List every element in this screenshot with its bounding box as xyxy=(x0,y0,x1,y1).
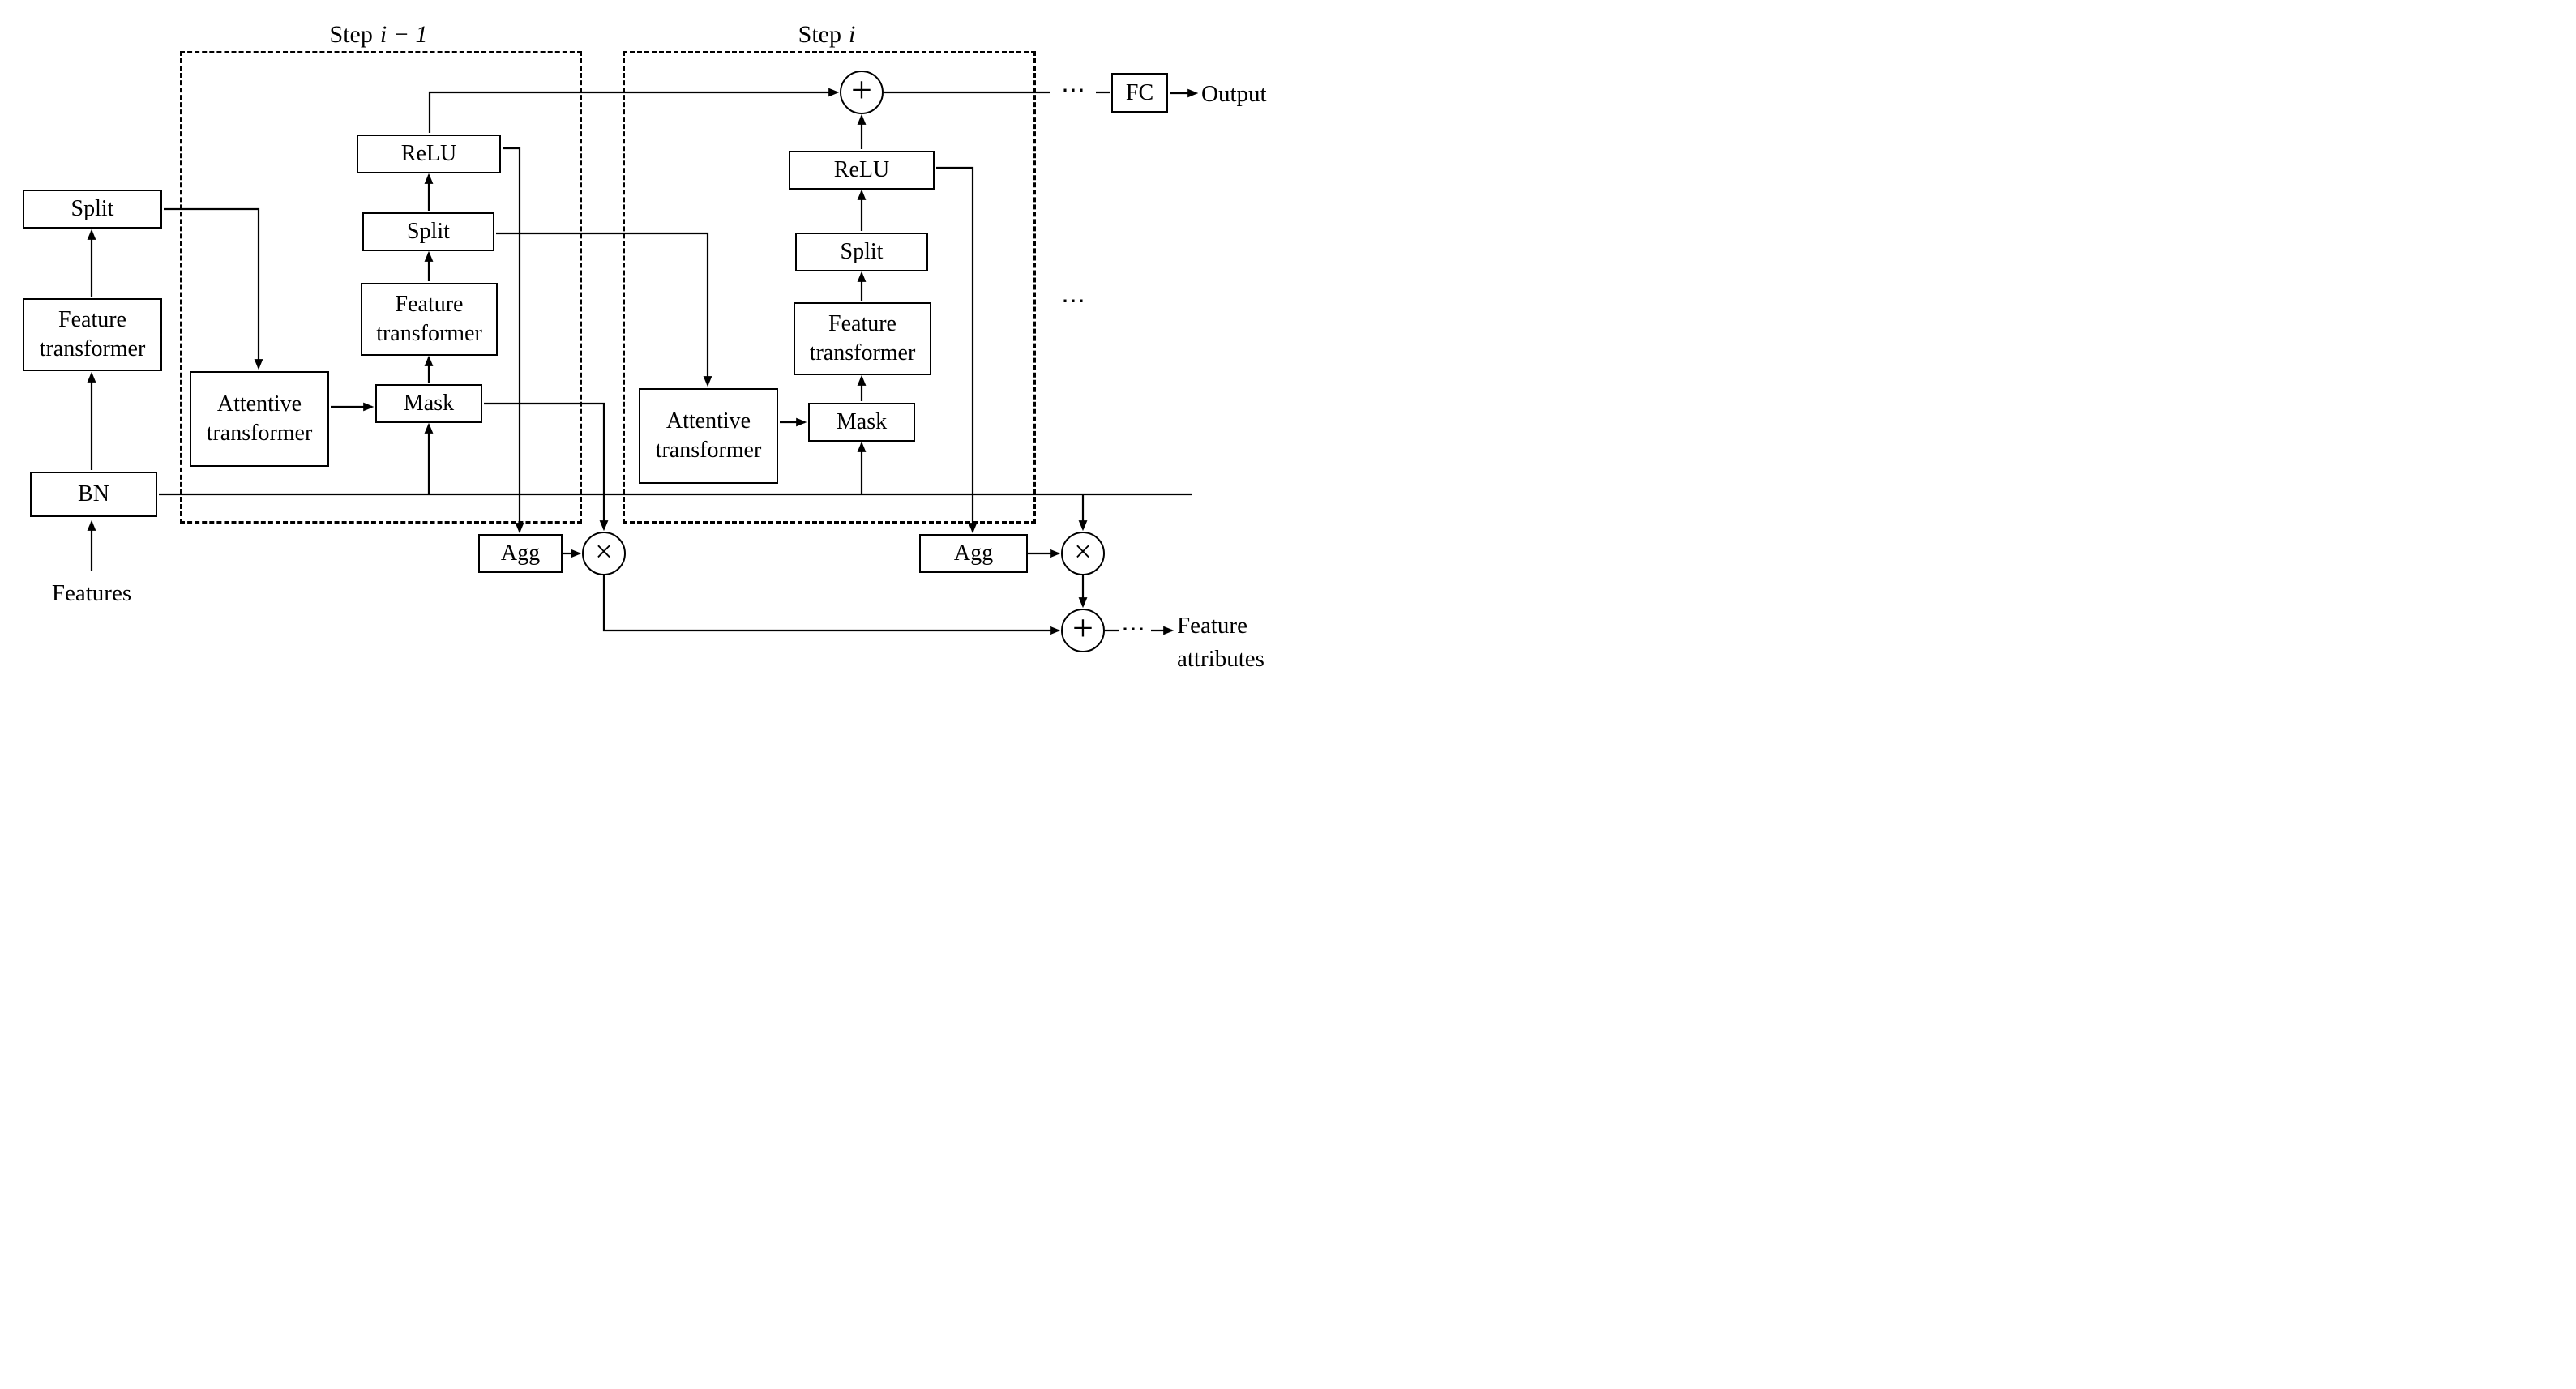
step-i-panel xyxy=(623,51,1036,524)
multiply-node-step-cur: × xyxy=(1061,532,1105,575)
features-input-label: Features xyxy=(51,580,132,606)
step-title-prefix: Step xyxy=(798,21,841,48)
box-relu-step-prev: ReLU xyxy=(357,135,501,173)
box-agg-step-cur: Agg xyxy=(919,534,1028,573)
multiply-node-step-prev: × xyxy=(582,532,626,575)
connector-lines-layer xyxy=(87,88,1199,635)
box-feature-transformer-step-cur: Feature transformer xyxy=(794,302,931,375)
box-mask-step-cur: Mask xyxy=(808,403,915,442)
ellipsis-bottom: ⋯ xyxy=(1121,616,1147,643)
step-title-variable: i xyxy=(849,21,856,48)
box-split-left: Split xyxy=(23,190,162,229)
box-relu-step-cur: ReLU xyxy=(789,151,935,190)
step-title-prefix: Step xyxy=(329,21,373,48)
box-split-step-prev: Split xyxy=(362,212,494,251)
box-fc: FC xyxy=(1111,73,1168,113)
ellipsis-middle: ⋯ xyxy=(1061,288,1087,314)
box-feature-transformer-left: Feature transformer xyxy=(23,298,162,371)
ellipsis-top: ⋯ xyxy=(1061,77,1087,104)
box-bn: BN xyxy=(30,472,157,517)
box-feature-transformer-step-prev: Feature transformer xyxy=(361,283,498,356)
box-attentive-transformer-step-prev: Attentive transformer xyxy=(190,371,329,467)
step-title-variable: i − 1 xyxy=(379,21,428,48)
box-attentive-transformer-step-cur: Attentive transformer xyxy=(639,388,778,484)
output-label: Output xyxy=(1201,81,1267,107)
step-i-minus-1-panel xyxy=(180,51,582,524)
box-agg-step-prev: Agg xyxy=(478,534,563,573)
feature-attributes-label: Feature attributes xyxy=(1177,613,1264,672)
sum-node-bottom: + xyxy=(1061,609,1105,652)
box-split-step-cur: Split xyxy=(795,233,928,271)
box-mask-step-prev: Mask xyxy=(375,384,482,423)
sum-node-top: + xyxy=(840,71,884,114)
